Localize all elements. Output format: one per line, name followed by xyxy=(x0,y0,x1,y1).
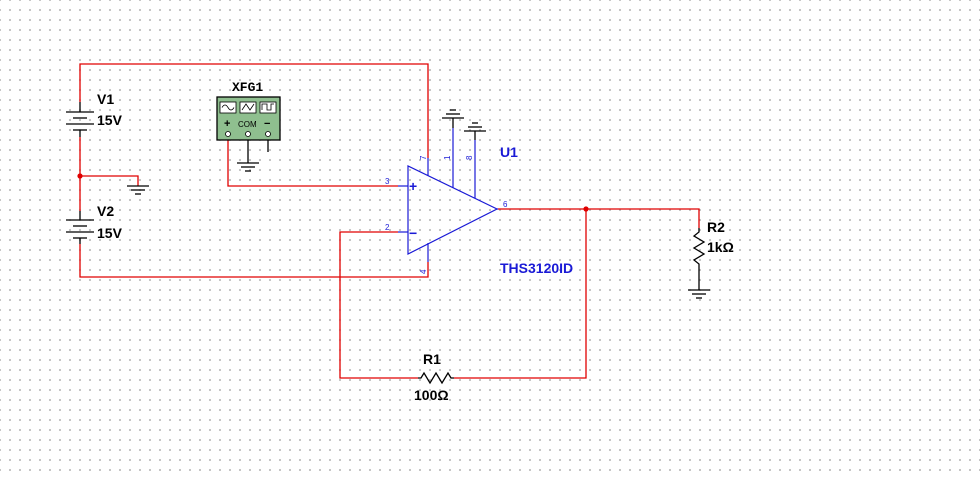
square-wave-icon xyxy=(259,101,277,114)
xfg1-plus-label: + xyxy=(224,118,230,130)
pin-label-6: 6 xyxy=(503,200,508,209)
opamp-minus-sign: − xyxy=(409,225,417,241)
wire-output-to-r2 xyxy=(498,208,700,228)
function-generator-xfg1[interactable] xyxy=(216,96,281,141)
pin-label-2: 2 xyxy=(385,223,390,232)
wire-v2-bottom-to-u1-pin4 xyxy=(79,244,429,278)
ground-icon-pin8 xyxy=(464,122,486,140)
resistor-r1[interactable] xyxy=(418,371,454,385)
wires xyxy=(79,63,700,379)
u1-part-label: THS3120ID xyxy=(500,260,573,276)
ground-icon-r2 xyxy=(688,268,710,299)
pin-label-3: 3 xyxy=(385,177,390,186)
xfg1-plus-terminal[interactable] xyxy=(225,131,231,137)
u1-ref-label: U1 xyxy=(500,144,518,160)
ground-icon-xfg xyxy=(237,140,269,172)
pin-label-7: 7 xyxy=(419,155,428,160)
wire-midpoint-to-ground xyxy=(80,175,139,186)
v2-ref-label: V2 xyxy=(97,203,114,219)
v1-value-label: 15V xyxy=(97,112,123,128)
junction-dot-midpoint xyxy=(77,173,83,179)
wire-u1-pin2-to-r1 xyxy=(339,231,418,379)
xfg1-ref-label: XFG1 xyxy=(232,80,263,95)
battery-v1[interactable] xyxy=(66,102,94,137)
junction-dot-output xyxy=(583,206,589,212)
ground-icon-pin1 xyxy=(442,109,464,128)
wire-xfg-to-u1-pin3 xyxy=(227,140,398,187)
v1-ref-label: V1 xyxy=(97,91,114,107)
pin-label-8: 8 xyxy=(465,155,474,160)
xfg1-minus-label: − xyxy=(264,118,270,130)
wire-v1-top-to-u1-pin7 xyxy=(79,63,429,158)
r2-value-label: 1kΩ xyxy=(707,239,734,255)
pin-label-4: 4 xyxy=(419,269,428,274)
v2-value-label: 15V xyxy=(97,225,123,241)
r1-value-label: 100Ω xyxy=(414,387,449,403)
xfg1-com-terminal[interactable] xyxy=(245,131,251,137)
pin-label-1: 1 xyxy=(443,155,452,160)
xfg1-minus-terminal[interactable] xyxy=(265,131,271,137)
resistor-r2[interactable] xyxy=(692,228,706,268)
xfg1-com-label: COM xyxy=(238,120,257,129)
r2-ref-label: R2 xyxy=(707,219,725,235)
ground-icon-midpoint xyxy=(127,185,149,195)
wire-r1-to-output xyxy=(454,209,587,379)
opamp-plus-sign: + xyxy=(409,178,417,194)
battery-v2[interactable] xyxy=(66,211,94,244)
opamp-u1[interactable] xyxy=(398,128,499,262)
r1-ref-label: R1 xyxy=(423,351,441,367)
